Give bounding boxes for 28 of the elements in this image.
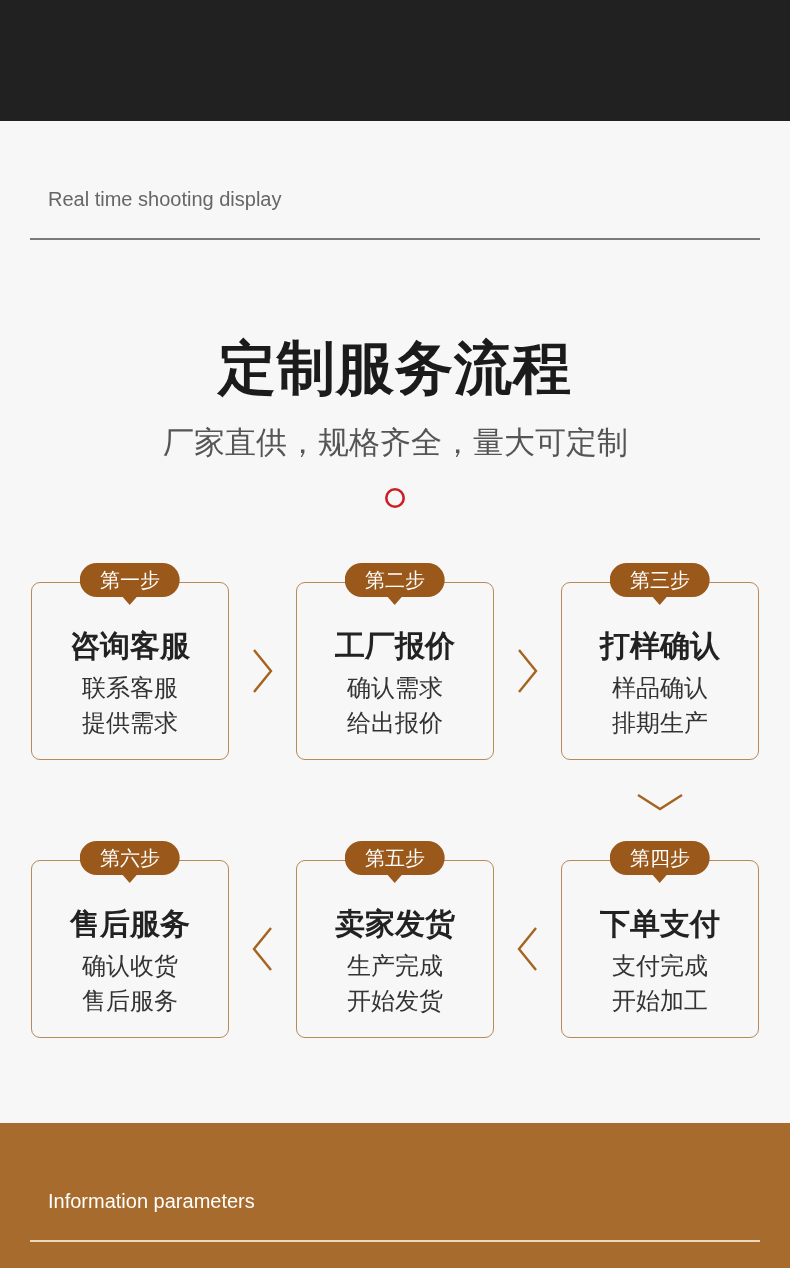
step-tag: 第五步 <box>344 841 445 884</box>
step-title: 售后服务 <box>70 906 190 942</box>
step-description: 给出报价 <box>347 708 443 738</box>
step-tag: 第四步 <box>609 841 710 884</box>
section-label: Real time shooting display <box>48 187 282 211</box>
subtitle: 厂家直供，规格齐全，量大可定制 <box>162 424 628 461</box>
step-description: 生产完成 <box>347 951 443 981</box>
section-label: Information parameters <box>48 1189 255 1213</box>
step-description: 支付完成 <box>612 951 708 981</box>
step-description: 开始发货 <box>347 986 443 1016</box>
step-title: 工厂报价 <box>335 628 455 664</box>
step-description: 提供需求 <box>82 708 178 738</box>
step-title: 下单支付 <box>600 906 720 942</box>
page-title: 定制服务流程 <box>218 334 572 402</box>
step-title: 打样确认 <box>600 628 720 664</box>
step-tag: 第二步 <box>344 563 445 606</box>
step-description: 样品确认 <box>612 673 708 703</box>
step-description: 售后服务 <box>82 986 178 1016</box>
step-description: 排期生产 <box>612 708 708 738</box>
step-title: 咨询客服 <box>70 628 190 664</box>
step-title: 卖家发货 <box>335 906 455 942</box>
step-description: 联系客服 <box>82 673 178 703</box>
step-description: 开始加工 <box>612 986 708 1016</box>
step-tag: 第三步 <box>609 563 710 606</box>
step-description: 确认需求 <box>347 673 443 703</box>
step-tag: 第一步 <box>79 563 180 606</box>
step-description: 确认收货 <box>82 951 178 981</box>
step-tag: 第六步 <box>79 841 180 884</box>
